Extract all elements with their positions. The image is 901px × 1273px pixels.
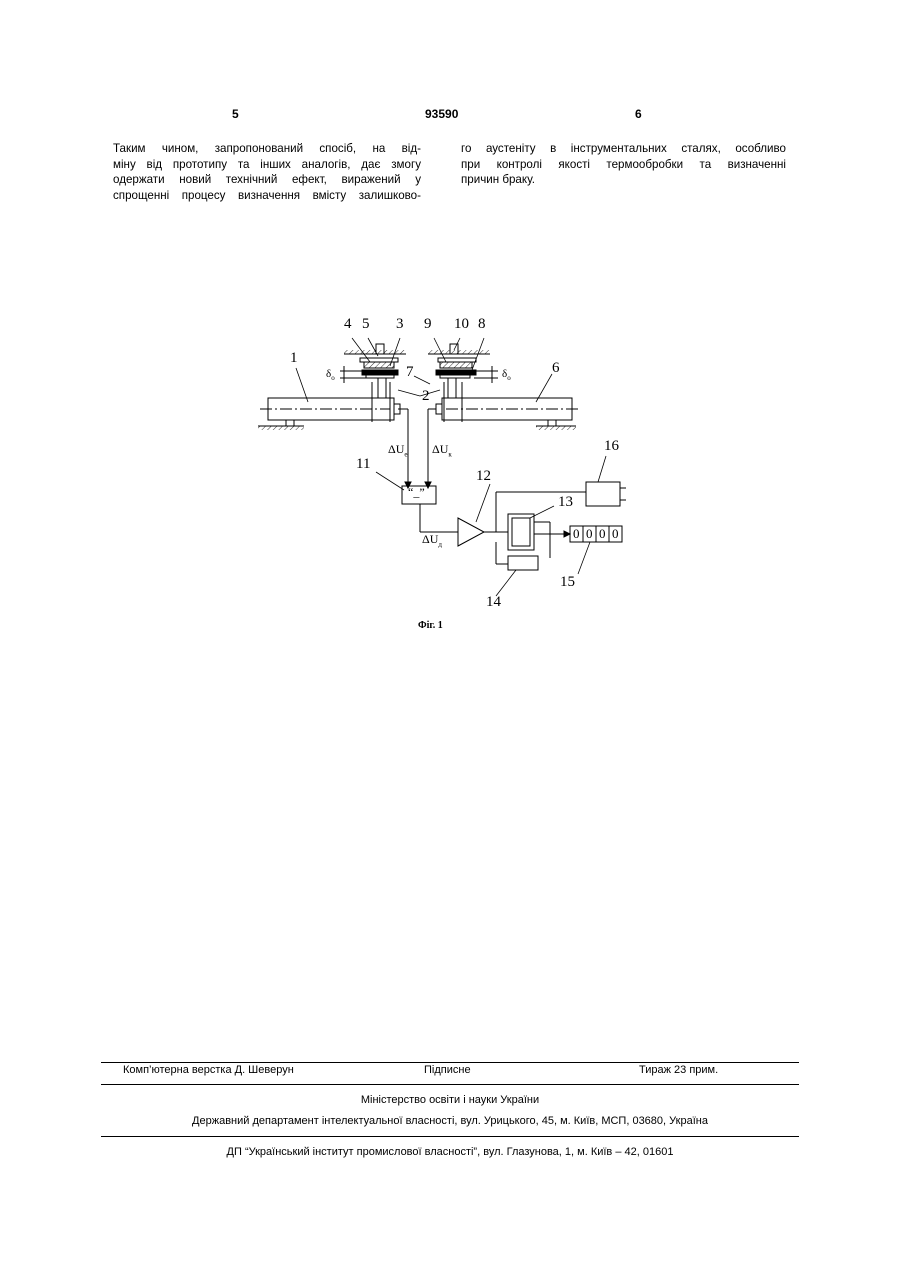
left-column-text: Таким чином, запропонований спосіб, на в…: [113, 141, 421, 203]
right-column-text: го аустеніту в інструментальних сталях, …: [461, 141, 786, 188]
footer-rule-top: [101, 1062, 799, 1063]
label-15: 15: [560, 574, 575, 591]
label-2: 2: [422, 388, 430, 405]
display-digit: 0: [612, 526, 619, 542]
text-line: одержати новий технічний ефект, виражени…: [113, 172, 421, 188]
text-line: при контролі якості термообробки та визн…: [461, 157, 786, 173]
label-8: 8: [478, 316, 486, 333]
label-6: 6: [552, 360, 560, 377]
label-12: 12: [476, 468, 491, 485]
text-line: міну від прототипу та інших аналогів, да…: [113, 157, 421, 173]
label-5: 5: [362, 316, 370, 333]
label-16: 16: [604, 438, 619, 455]
signal-du-e: ΔUe: [388, 442, 408, 458]
subtractor-label: “_”: [408, 485, 425, 500]
display-digit: 0: [586, 526, 593, 542]
footer-rule-bottom: [101, 1136, 799, 1137]
figure-1: 4 5 3 9 10 8 1 6 7 2 11 12 13 16 15 14 δ…: [240, 310, 640, 625]
text-line: Таким чином, запропонований спосіб, на в…: [113, 141, 421, 157]
label-3: 3: [396, 316, 404, 333]
label-9: 9: [424, 316, 432, 333]
display-digit: 0: [599, 526, 606, 542]
patent-number: 93590: [425, 107, 458, 121]
text-line: спрощенні процесу визначення вмісту зали…: [113, 188, 421, 204]
label-10: 10: [454, 316, 469, 333]
footer-signed: Підписне: [424, 1064, 471, 1076]
footer-print-run: Тираж 23 прим.: [639, 1064, 718, 1076]
label-1: 1: [290, 350, 298, 367]
gap-label-left: δо: [326, 368, 335, 382]
display-digit: 0: [573, 526, 580, 542]
page-number-left: 5: [232, 107, 239, 121]
label-11: 11: [356, 456, 370, 473]
footer-layout: Комп’ютерна верстка Д. Шеверун: [123, 1064, 294, 1076]
label-7: 7: [406, 364, 414, 381]
text-line: го аустеніту в інструментальних сталях, …: [461, 141, 786, 157]
footer-ministry: Міністерство освіти і науки України: [101, 1094, 799, 1106]
figure-caption: Фіг. 1: [418, 620, 443, 631]
label-13: 13: [558, 494, 573, 511]
gap-label-right: δо: [502, 368, 511, 382]
signal-du-d: ΔUд: [422, 532, 442, 548]
label-14: 14: [486, 594, 501, 611]
text-line: причин браку.: [461, 172, 786, 188]
page-number-right: 6: [635, 107, 642, 121]
footer-rule-middle: [101, 1084, 799, 1085]
footer-department: Державний департамент інтелектуальної вл…: [101, 1115, 799, 1127]
footer-institute: ДП “Український інститут промислової вла…: [101, 1146, 799, 1158]
label-4: 4: [344, 316, 352, 333]
signal-du-k: ΔUк: [432, 442, 452, 458]
